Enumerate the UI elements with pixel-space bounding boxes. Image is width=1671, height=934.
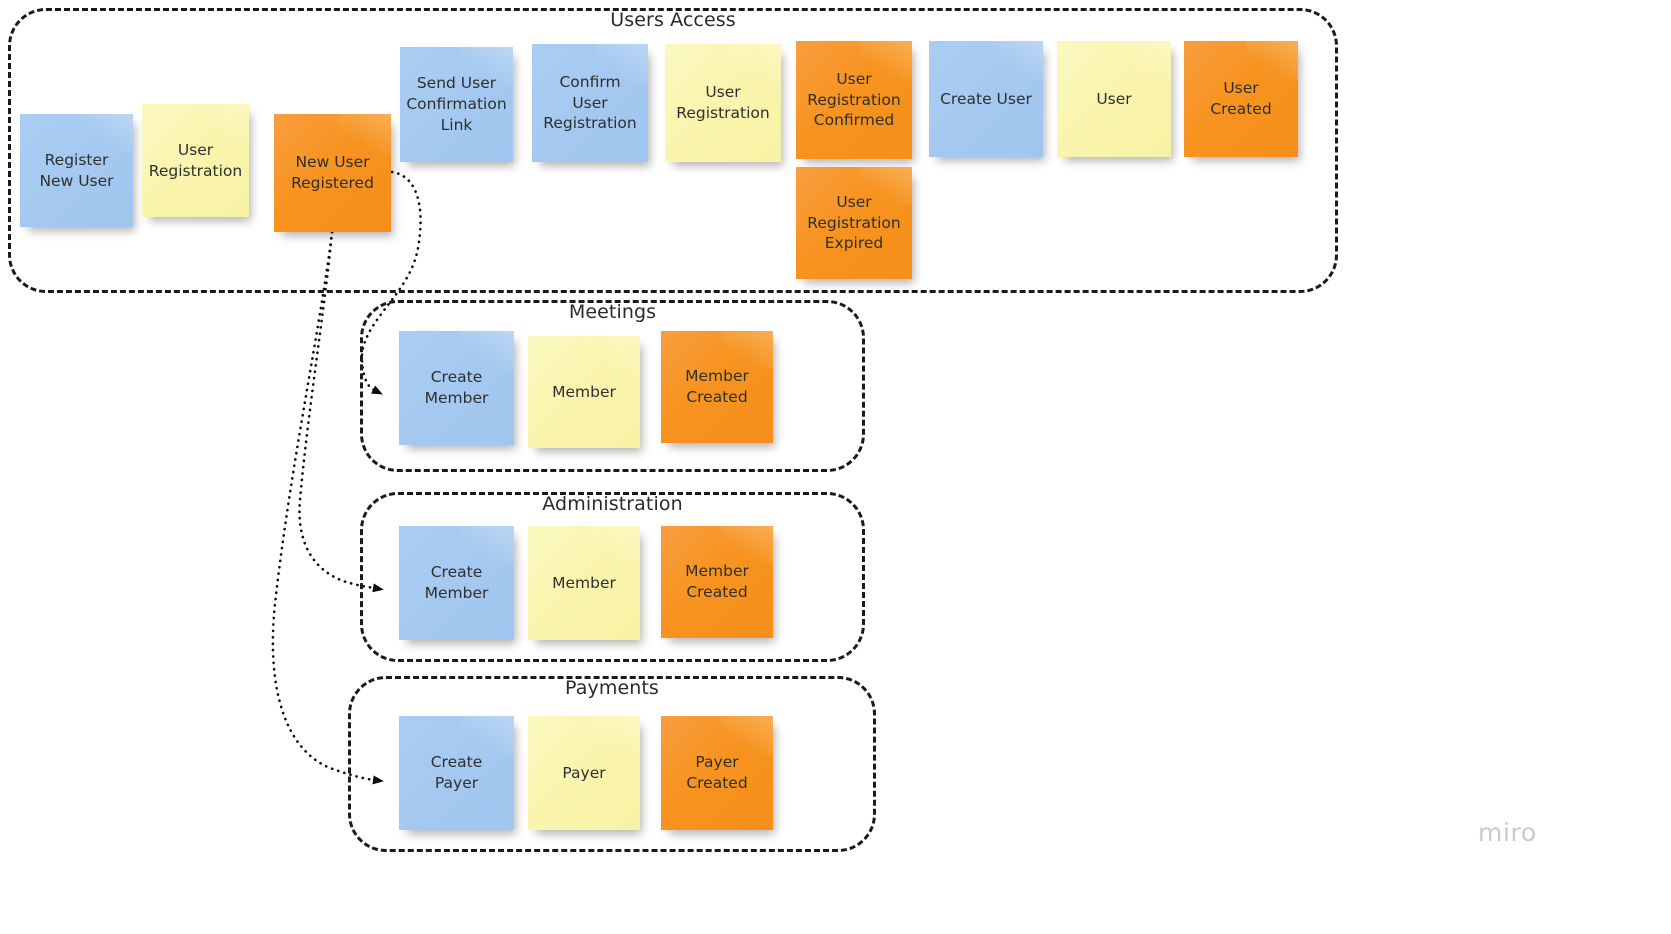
note-send-user-confirmation-link[interactable]: Send User Confirmation Link	[400, 47, 513, 162]
note-label: Create Member	[424, 563, 489, 602]
note-label: Member	[552, 382, 616, 401]
group-title-users-access: Users Access	[610, 9, 736, 31]
note-administration-member-created[interactable]: Member Created	[661, 526, 773, 638]
note-meetings-member[interactable]: Member	[528, 336, 640, 448]
note-label: Member Created	[685, 367, 749, 406]
note-label: Payer Created	[686, 753, 748, 792]
note-label: Create Member	[424, 368, 489, 407]
note-confirm-user-registration[interactable]: Confirm User Registration	[532, 44, 648, 162]
note-user-registration-1[interactable]: User Registration	[142, 104, 249, 217]
note-administration-member[interactable]: Member	[528, 526, 640, 640]
group-users-access[interactable]: Users Access	[8, 8, 1338, 293]
note-label: Send User Confirmation Link	[406, 74, 507, 134]
note-label: User Registration	[148, 140, 243, 180]
group-meetings[interactable]: Meetings	[360, 300, 865, 472]
note-create-user[interactable]: Create User	[929, 41, 1043, 157]
miro-watermark: miro	[1478, 818, 1537, 847]
group-title-meetings: Meetings	[568, 301, 657, 323]
note-user[interactable]: User	[1057, 41, 1171, 157]
note-user-registration-expired[interactable]: User Registration Expired	[796, 167, 912, 279]
note-label: New User Registered	[291, 153, 374, 192]
note-new-user-registered[interactable]: New User Registered	[274, 114, 391, 232]
note-meetings-member-created[interactable]: Member Created	[661, 331, 773, 443]
note-payments-payer-created[interactable]: Payer Created	[661, 716, 773, 830]
note-label: User Registration Confirmed	[807, 69, 901, 130]
note-label: User	[1096, 89, 1132, 108]
note-label: User Registration Expired	[807, 192, 901, 253]
group-payments[interactable]: Payments	[348, 676, 876, 852]
note-label: Create Payer	[430, 753, 483, 792]
group-title-administration: Administration	[542, 493, 683, 515]
note-user-created[interactable]: User Created	[1184, 41, 1298, 157]
note-label: Create User	[940, 89, 1032, 108]
note-payments-create-payer[interactable]: Create Payer	[399, 716, 514, 830]
note-label: Member Created	[685, 562, 749, 601]
note-register-new-user[interactable]: Register New User	[20, 114, 133, 227]
note-payments-payer[interactable]: Payer	[528, 716, 640, 830]
group-administration[interactable]: Administration	[360, 492, 865, 662]
note-label: Register New User	[39, 150, 114, 190]
note-label: Member	[552, 573, 616, 592]
note-label: Payer	[562, 763, 606, 782]
note-administration-create-member[interactable]: Create Member	[399, 526, 514, 640]
note-label: User Created	[1210, 79, 1272, 118]
group-title-payments: Payments	[565, 677, 659, 699]
note-label: Confirm User Registration	[543, 72, 637, 133]
note-meetings-create-member[interactable]: Create Member	[399, 331, 514, 445]
note-user-registration-confirmed[interactable]: User Registration Confirmed	[796, 41, 912, 159]
note-label: User Registration	[676, 83, 770, 122]
note-user-registration-2[interactable]: User Registration	[665, 44, 781, 162]
